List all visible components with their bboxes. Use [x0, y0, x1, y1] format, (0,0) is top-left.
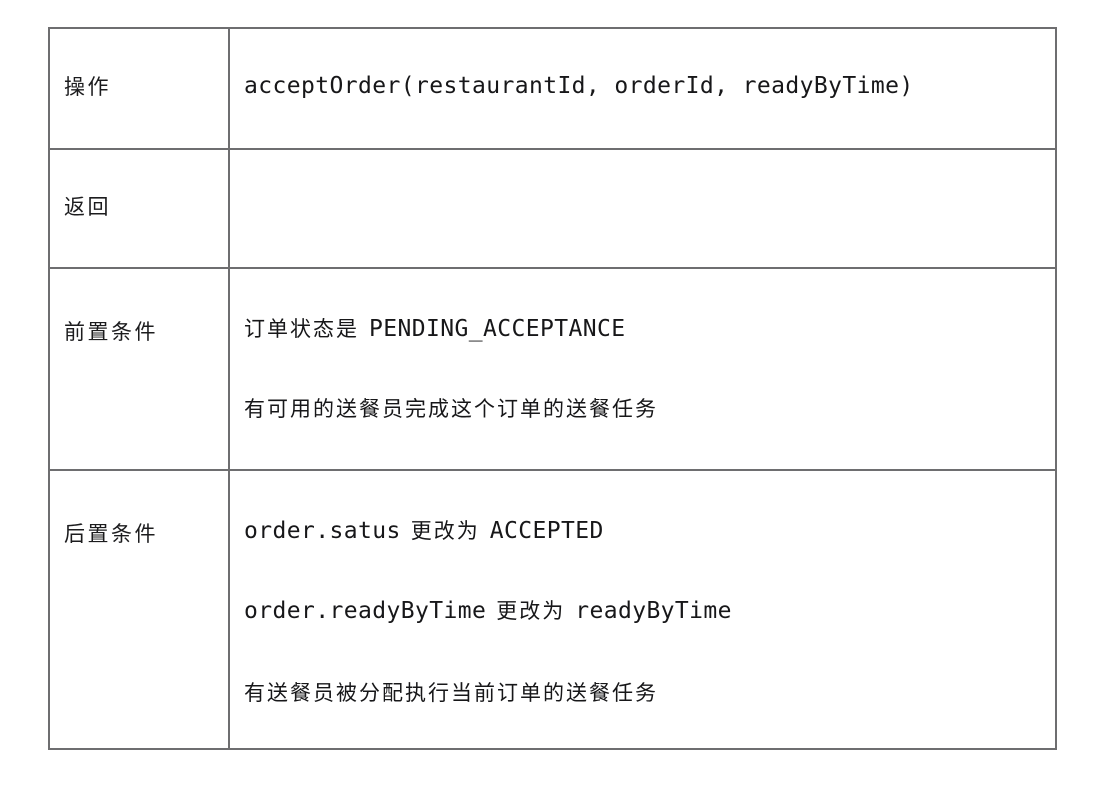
- operation-spec-table: 操作 acceptOrder(restaurantId, orderId, re…: [48, 27, 1057, 750]
- row-content-return-cell: [228, 148, 1057, 269]
- row-label-precondition: 前置条件: [64, 320, 158, 344]
- precondition-line-2: 有可用的送餐员完成这个订单的送餐任务: [244, 397, 658, 421]
- row-label-precondition-cell: 前置条件: [48, 267, 230, 471]
- row-content-operation-cell: acceptOrder(restaurantId, orderId, ready…: [228, 27, 1057, 150]
- precondition-line-1: 订单状态是 PENDING_ACCEPTANCE: [244, 313, 625, 343]
- table-row-precondition: 前置条件 订单状态是 PENDING_ACCEPTANCE 有可用的送餐员完成这个…: [48, 267, 1057, 471]
- postcondition-line-1: order.satus 更改为 ACCEPTED: [244, 515, 604, 545]
- row-content-postcondition-cell: order.satus 更改为 ACCEPTED order.readyByTime…: [228, 469, 1057, 750]
- row-label-postcondition-cell: 后置条件: [48, 469, 230, 750]
- row-label-operation: 操作: [64, 74, 111, 99]
- postcondition-line-2-field: order.readyByTime: [244, 598, 487, 624]
- table-row-postcondition: 后置条件 order.satus 更改为 ACCEPTED order.readyB…: [48, 469, 1057, 750]
- postcondition-line-1-field: order.satus: [244, 518, 401, 544]
- postcondition-line-1-value: ACCEPTED: [489, 518, 604, 544]
- precondition-line-1-text: 订单状态是: [244, 317, 359, 341]
- postcondition-line-2: order.readyByTime 更改为 readyByTime: [244, 595, 732, 625]
- postcondition-line-1-verb: 更改为: [410, 519, 480, 543]
- postcondition-line-3: 有送餐员被分配执行当前订单的送餐任务: [244, 681, 658, 705]
- row-label-return-cell: 返回: [48, 148, 230, 269]
- row-label-return: 返回: [64, 194, 111, 219]
- row-label-postcondition: 后置条件: [64, 522, 158, 546]
- table-row-operation: 操作 acceptOrder(restaurantId, orderId, re…: [48, 27, 1057, 150]
- row-label-operation-cell: 操作: [48, 27, 230, 150]
- precondition-line-1-status: PENDING_ACCEPTANCE: [369, 316, 626, 342]
- operation-signature: acceptOrder(restaurantId, orderId, ready…: [244, 72, 914, 99]
- postcondition-line-2-verb: 更改为: [496, 599, 566, 623]
- postcondition-line-2-value: readyByTime: [575, 598, 732, 624]
- row-content-precondition-cell: 订单状态是 PENDING_ACCEPTANCE 有可用的送餐员完成这个订单的送餐…: [228, 267, 1057, 471]
- table-row-return: 返回: [48, 148, 1057, 269]
